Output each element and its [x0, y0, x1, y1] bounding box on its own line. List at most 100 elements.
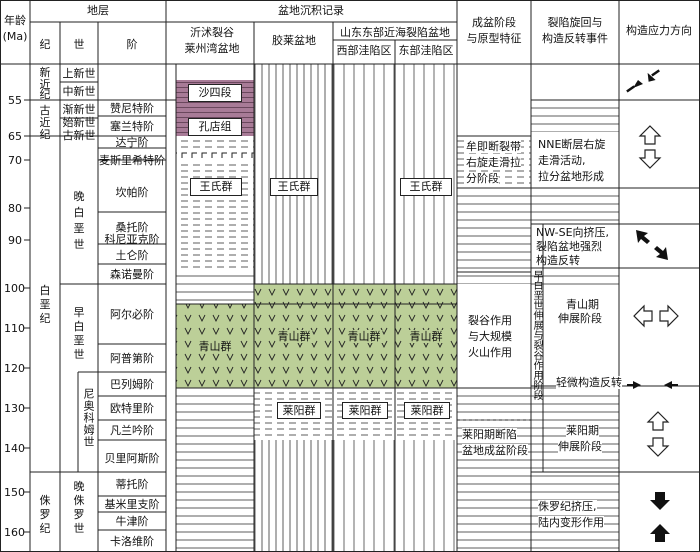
jiaolai-header: 胶莱盆地: [272, 34, 316, 47]
arrow-left-outline-icon: [633, 304, 653, 328]
formation-qingshan: 青山群: [345, 330, 383, 343]
stage-label: 巴列姆阶: [110, 378, 154, 391]
epoch-late-jurassic: 侏: [73, 494, 85, 507]
event-text: NNE断层右旋: [538, 138, 606, 151]
epoch-eocene: 始新世: [62, 116, 96, 129]
arrow-right-outline-icon: [659, 304, 679, 328]
formation-wangshi: 王氏群: [190, 178, 242, 196]
arrow-down-outline-icon: [646, 437, 670, 457]
basin-stage-text: 莱阳期断陷: [462, 428, 517, 441]
formation-laiyang: 莱阳群: [277, 402, 321, 419]
age-tick: 160: [4, 526, 25, 539]
event-text: 伸展阶段: [558, 440, 602, 453]
period-paleogene: 近: [39, 116, 51, 129]
event-header-2: 构造反转事件: [542, 32, 608, 45]
formation-wangshi: 王氏群: [270, 178, 318, 196]
basin-stage-header: 成盆阶段: [472, 16, 516, 29]
event-header: 裂陷旋回与: [547, 16, 603, 29]
age-unit-header: (Ma): [2, 30, 28, 43]
epoch-oligocene: 渐新世: [62, 103, 96, 116]
event-text: 裂陷盆地强烈: [536, 240, 602, 253]
offshore-header: 山东东部近海裂陷盆地: [340, 26, 450, 39]
stage-label: 基米里支阶: [104, 498, 160, 511]
period-header: 纪: [39, 38, 51, 51]
stage-label: 坎帕阶: [115, 186, 149, 199]
basin-stage-text: 裂谷作用: [468, 314, 512, 327]
stage-label: 蒂托阶: [115, 478, 149, 491]
stage-label: 塞兰特阶: [110, 120, 154, 133]
epoch-neocomian: 尼奥科姆世: [82, 388, 95, 448]
age-tick: 120: [4, 362, 25, 375]
event-text: 走滑活动,: [538, 154, 586, 167]
period-neogene: 近: [39, 78, 51, 91]
stage-label: 桑托阶: [115, 221, 149, 234]
age-tick: 150: [4, 486, 25, 499]
period-neogene: 纪: [39, 88, 51, 101]
basin-records-header: 盆地沉积记录: [278, 4, 344, 17]
age-tick: 90: [8, 234, 22, 247]
event-text: 莱阳期: [566, 424, 599, 437]
epoch-late-cretaceous: 晚: [73, 190, 85, 203]
formation-qingshan: 青山群: [196, 340, 234, 353]
event-text: 轻微构造反转: [556, 376, 622, 389]
arrow-up-outline-icon: [646, 411, 670, 431]
west-subsag-header: 西部洼陷区: [336, 44, 392, 57]
arrow-small-right-icon: [627, 381, 641, 389]
period-cretaceous: 垩: [39, 298, 51, 311]
arrow-up-outline-icon: [638, 125, 662, 145]
stage-label: 牛津阶: [115, 515, 149, 528]
formation-qingshan: 青山群: [275, 330, 313, 343]
arrow-up-solid-icon: [650, 524, 670, 542]
stage-header: 阶: [126, 38, 138, 51]
yishu-header-2: 莱州湾盆地: [184, 42, 240, 55]
age-tick: 65: [8, 130, 22, 143]
formation-qingshan: 青山群: [407, 330, 445, 343]
yishu-header: 沂沭裂谷: [190, 26, 234, 39]
age-tick: 55: [8, 94, 22, 107]
arrow-down-outline-icon: [638, 149, 662, 169]
event-text: NW-SE向挤压,: [536, 226, 610, 239]
period-cretaceous: 白: [39, 284, 51, 297]
stage-label: 土仑阶: [115, 249, 149, 262]
stage-label: 阿普第阶: [110, 352, 154, 365]
event-text: 侏罗纪挤压,: [538, 500, 597, 513]
epoch-paleocene: 古新世: [62, 129, 96, 142]
formation-wangshi: 王氏群: [400, 178, 452, 196]
period-jurassic: 纪: [39, 522, 51, 535]
event-text: 构造反转: [536, 254, 580, 267]
stage-label: 麦斯里希特阶: [99, 154, 165, 167]
stage-label: 贝里阿斯阶: [104, 452, 160, 465]
stage-label: 达宁阶: [115, 136, 149, 149]
formation-laiyang: 莱阳群: [342, 402, 388, 419]
arrow-se-solid-icon: [654, 246, 668, 260]
period-paleogene: 古: [39, 104, 51, 117]
basin-stage-text: 火山作用: [468, 346, 512, 359]
epoch-late-cretaceous: 白: [73, 206, 85, 219]
arrow-convergent-small-icon: [626, 69, 660, 93]
event-text: 陆内变形作用: [538, 516, 604, 529]
basin-stage-text: 分阶段: [466, 172, 499, 185]
strata-header: 地层: [87, 4, 109, 17]
stage-label: 欧特里阶: [110, 402, 154, 415]
age-tick: 70: [8, 154, 22, 167]
age-header: 年龄: [4, 14, 26, 27]
stage-label: 科尼亚克阶: [104, 233, 160, 246]
epoch-pliocene: 上新世: [62, 67, 96, 80]
epoch-late-jurassic: 晚: [73, 480, 85, 493]
basin-stage-text: 与大规模: [468, 330, 512, 343]
event-text: 拉分盆地形成: [538, 170, 604, 183]
period-jurassic: 侏: [39, 494, 51, 507]
age-tick: 80: [8, 202, 22, 215]
age-tick: 130: [4, 402, 25, 415]
age-tick: 140: [4, 442, 25, 455]
epoch-early-cretaceous: 垩: [73, 334, 85, 347]
basin-stage-text: 盆地成盆阶段: [462, 444, 528, 457]
epoch-late-jurassic: 世: [73, 522, 85, 535]
epoch-miocene: 中新世: [62, 85, 96, 98]
event-text: 青山期: [566, 298, 599, 311]
event-text: 伸展阶段: [558, 312, 602, 325]
epoch-late-jurassic: 罗: [73, 508, 85, 521]
stage-label: 凡兰吟阶: [110, 424, 154, 437]
basin-stage-header-2: 与原型特征: [466, 32, 522, 45]
